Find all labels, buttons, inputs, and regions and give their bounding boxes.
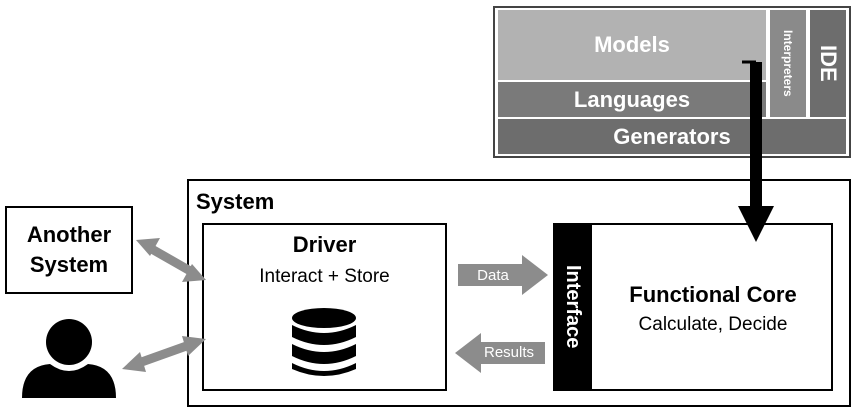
driver-subtitle: Interact + Store bbox=[259, 266, 390, 287]
languages-layer: Languages bbox=[498, 82, 766, 117]
another-system-label-line2: System bbox=[29, 252, 109, 277]
another-system-box: Another System bbox=[5, 206, 133, 294]
database-icon bbox=[292, 308, 356, 376]
system-boundary bbox=[187, 179, 851, 407]
tooling-to-core-arrow bbox=[738, 60, 774, 242]
results-arrow-label: Results bbox=[483, 343, 535, 361]
generators-label: Generators bbox=[613, 123, 731, 149]
ide-label: IDE bbox=[816, 45, 841, 82]
interpreters-layer: Interpreters bbox=[770, 10, 806, 117]
user-driver-arrow bbox=[122, 336, 206, 372]
ide-layer: IDE bbox=[810, 10, 846, 117]
interface-label: Interface bbox=[562, 265, 584, 349]
generators-layer: Generators bbox=[498, 119, 846, 154]
driver-title: Driver bbox=[292, 232, 357, 257]
languages-label: Languages bbox=[573, 86, 691, 112]
another-system-label-line1: Another bbox=[26, 222, 112, 247]
another-system-driver-arrow bbox=[136, 238, 206, 282]
models-label: Models bbox=[594, 32, 670, 57]
core-subtitle: Calculate, Decide bbox=[638, 314, 788, 335]
models-layer: Models bbox=[498, 10, 766, 80]
functional-core-box bbox=[553, 223, 833, 391]
data-arrow bbox=[458, 255, 548, 295]
system-label: System bbox=[196, 189, 275, 214]
data-arrow-label: Data bbox=[477, 266, 509, 284]
results-arrow bbox=[455, 333, 545, 373]
interpreters-label: Interpreters bbox=[781, 30, 795, 97]
user-icon bbox=[22, 319, 116, 398]
interface-bar: Interface bbox=[553, 223, 592, 391]
core-title: Functional Core bbox=[629, 282, 797, 307]
